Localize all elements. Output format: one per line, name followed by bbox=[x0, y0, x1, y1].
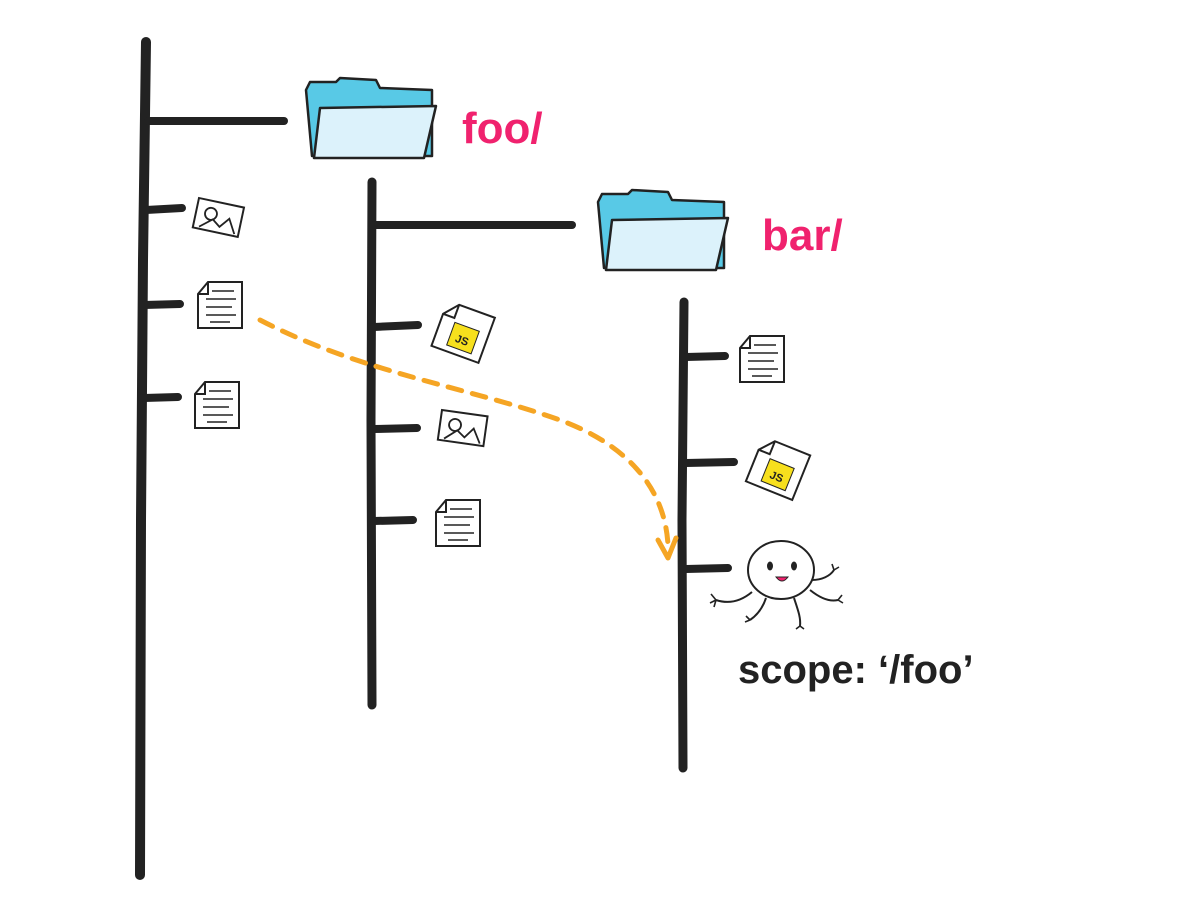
scope-label: scope: ‘/foo’ bbox=[738, 648, 974, 692]
tree-trunk-root bbox=[135, 37, 151, 880]
service-worker-octopus-icon bbox=[709, 540, 844, 630]
text-file-icon bbox=[197, 281, 243, 329]
text-file-icon bbox=[435, 499, 481, 547]
image-file-icon bbox=[436, 409, 489, 448]
dashed-arrow bbox=[257, 317, 671, 548]
folder-label-bar: bar/ bbox=[762, 211, 843, 260]
branch-line bbox=[142, 204, 186, 214]
text-file-icon bbox=[739, 335, 785, 383]
branch-line bbox=[370, 424, 421, 433]
branch-line bbox=[140, 393, 182, 402]
text-file-icon bbox=[194, 381, 240, 429]
js-file-icon: JS bbox=[744, 435, 812, 501]
branch-line bbox=[682, 458, 738, 467]
js-badge-text: JS bbox=[453, 333, 470, 349]
branch-line bbox=[682, 564, 732, 573]
tree-trunk-foo bbox=[366, 177, 377, 710]
js-file-icon: JS bbox=[430, 299, 496, 364]
branch-line bbox=[140, 300, 184, 309]
js-badge-text: JS bbox=[768, 469, 785, 485]
branch-line bbox=[370, 516, 417, 525]
image-file-icon bbox=[191, 197, 245, 238]
folder-icon bbox=[596, 188, 730, 272]
folder-icon bbox=[304, 76, 438, 160]
branch-line bbox=[370, 321, 422, 331]
folder-label-foo: foo/ bbox=[462, 104, 543, 153]
arrow-head bbox=[655, 535, 679, 561]
branch-line bbox=[682, 352, 729, 361]
tree-trunk-bar bbox=[677, 297, 689, 773]
